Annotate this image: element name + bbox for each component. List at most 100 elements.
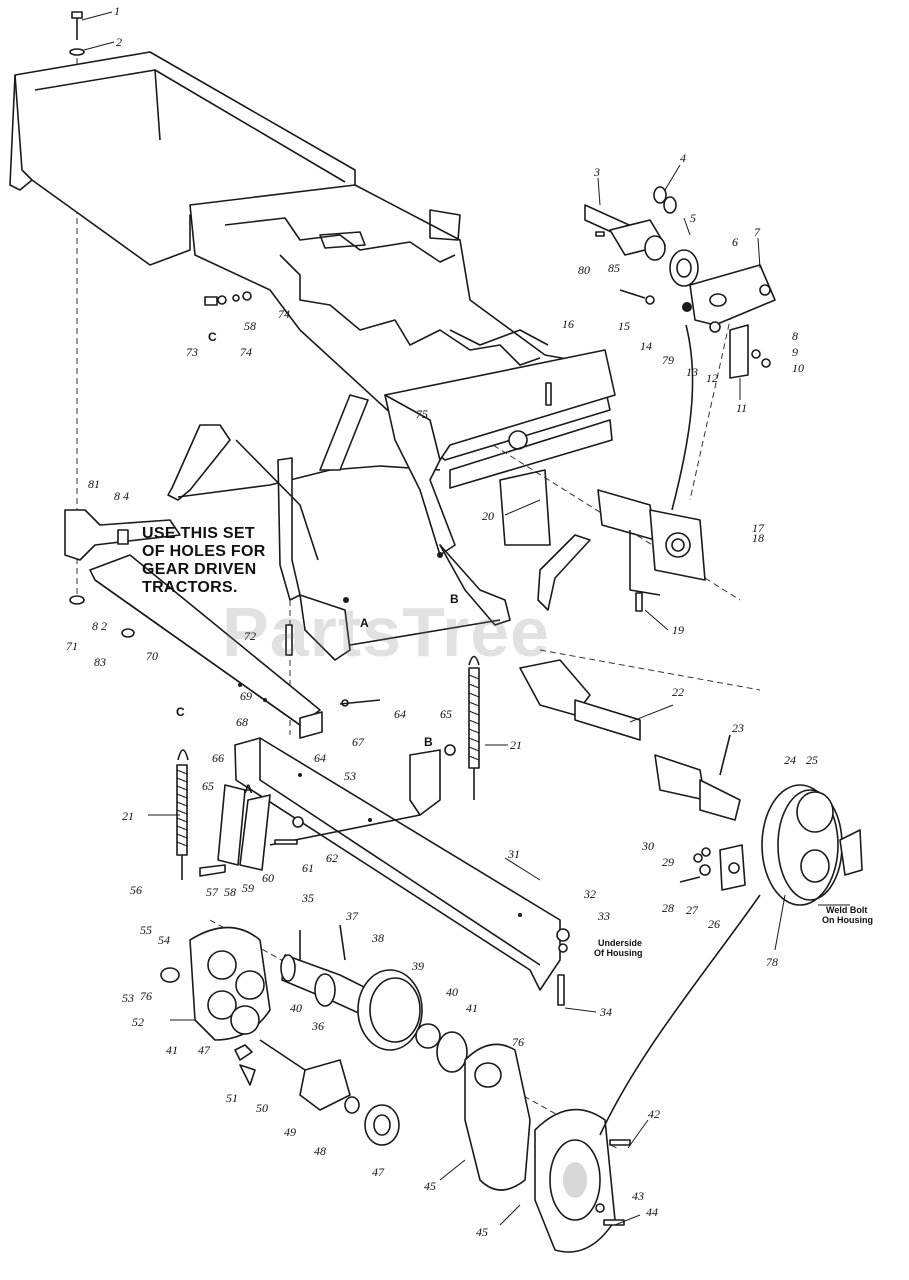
gear-shaft xyxy=(280,924,468,1073)
callout-71: 71 xyxy=(66,639,78,653)
callout-54: 54 xyxy=(158,933,170,947)
holes-note-line2: OF HOLES FOR xyxy=(142,543,266,560)
callout-76: 76 xyxy=(512,1035,524,1049)
callout-70: 70 xyxy=(146,649,158,663)
callout-37: 37 xyxy=(346,909,358,923)
callout-53: 53 xyxy=(344,769,356,783)
lift-linkage xyxy=(167,394,591,661)
callout-83: 83 xyxy=(94,655,106,669)
callout-21: 21 xyxy=(122,809,134,823)
callout-72: 72 xyxy=(244,629,256,643)
callout-40: 40 xyxy=(290,1001,302,1015)
parts-tree-watermark: PartsTree xyxy=(222,593,551,671)
callout-14: 14 xyxy=(640,339,652,353)
callout-84: 8 4 xyxy=(114,489,129,503)
callout-41: 41 xyxy=(466,1001,478,1015)
callout-56: 56 xyxy=(130,883,142,897)
leader-lines xyxy=(81,11,850,1226)
spring-left xyxy=(176,749,189,880)
front-frame-rail xyxy=(64,509,323,739)
callout-81: 81 xyxy=(88,477,100,491)
pto-shaft-assembly xyxy=(597,489,706,612)
callout-40: 40 xyxy=(446,985,458,999)
callout-68: 68 xyxy=(236,715,248,729)
right-case-halves xyxy=(464,894,761,1253)
callout-45: 45 xyxy=(476,1225,488,1239)
callout-79: 79 xyxy=(662,353,674,367)
callout-44: 44 xyxy=(646,1205,658,1219)
callout-69: 69 xyxy=(240,689,252,703)
weld-note-line2: On Housing xyxy=(822,915,873,925)
callout-62: 62 xyxy=(326,851,338,865)
reference-letter-c: C xyxy=(208,330,217,344)
callout-67: 67 xyxy=(352,735,364,749)
callout-38: 38 xyxy=(372,931,384,945)
reference-letter-a: A xyxy=(244,782,253,796)
callout-78: 78 xyxy=(766,955,778,969)
callout-22: 22 xyxy=(672,685,684,699)
callout-50: 50 xyxy=(256,1101,268,1115)
callout-76: 76 xyxy=(140,989,152,1003)
callout-65: 65 xyxy=(440,707,452,721)
callout-59: 59 xyxy=(242,881,254,895)
callout-74: 74 xyxy=(240,345,252,359)
callout-20: 20 xyxy=(482,509,494,523)
callout-48: 48 xyxy=(314,1144,326,1158)
holes-note-line1: USE THIS SET xyxy=(142,525,255,542)
callout-74: 74 xyxy=(278,307,290,321)
tractor-hood-housing xyxy=(9,51,616,546)
drive-shaft xyxy=(519,659,741,821)
callout-85: 85 xyxy=(608,261,620,275)
reference-letter-c: C xyxy=(176,705,185,719)
callout-23: 23 xyxy=(732,721,744,735)
callout-7: 7 xyxy=(754,225,760,239)
callout-36: 36 xyxy=(312,1019,324,1033)
callout-45: 45 xyxy=(424,1179,436,1193)
callout-15: 15 xyxy=(618,319,630,333)
callout-35: 35 xyxy=(302,891,314,905)
callout-53: 53 xyxy=(122,991,134,1005)
sprocket-assembly xyxy=(259,1039,400,1146)
callout-10: 10 xyxy=(792,361,804,375)
callout-26: 26 xyxy=(708,917,720,931)
callout-30: 30 xyxy=(642,839,654,853)
left-gear-case xyxy=(160,926,271,1086)
callout-39: 39 xyxy=(412,959,424,973)
callout-17: 17 xyxy=(752,521,764,535)
callout-66: 66 xyxy=(212,751,224,765)
callout-80: 80 xyxy=(578,263,590,277)
top-bolt xyxy=(69,11,85,56)
callout-33: 33 xyxy=(598,909,610,923)
callout-2: 2 xyxy=(116,35,122,49)
callout-32: 32 xyxy=(584,887,596,901)
callout-1: 1 xyxy=(114,4,120,18)
lever-arms xyxy=(199,699,456,877)
holes-note-line3: GEAR DRIVEN xyxy=(142,561,257,578)
right-gear-housing xyxy=(679,784,863,906)
callout-82: 8 2 xyxy=(92,619,107,633)
callout-11: 11 xyxy=(736,401,748,415)
callout-55: 55 xyxy=(140,923,152,937)
callout-4: 4 xyxy=(680,151,686,165)
callout-73: 73 xyxy=(186,345,198,359)
spring-right xyxy=(468,655,480,800)
callout-5: 5 xyxy=(690,211,696,225)
callout-49: 49 xyxy=(284,1125,296,1139)
callout-24: 24 xyxy=(784,753,796,767)
callout-27: 27 xyxy=(686,903,698,917)
callout-51: 51 xyxy=(226,1091,238,1105)
callout-18: 18 xyxy=(752,531,764,545)
callout-52: 52 xyxy=(132,1015,144,1029)
callout-12: 12 xyxy=(706,371,718,385)
callout-29: 29 xyxy=(662,855,674,869)
callout-61: 61 xyxy=(302,861,314,875)
main-cross-tube xyxy=(234,737,570,1006)
callout-60: 60 xyxy=(262,871,274,885)
callout-64: 64 xyxy=(314,751,326,765)
callout-9: 9 xyxy=(792,345,798,359)
callout-13: 13 xyxy=(686,365,698,379)
callout-58: 58 xyxy=(224,885,236,899)
callout-43: 43 xyxy=(632,1189,644,1203)
bearing-bracket-assembly xyxy=(584,186,776,511)
callout-47: 47 xyxy=(198,1043,210,1057)
